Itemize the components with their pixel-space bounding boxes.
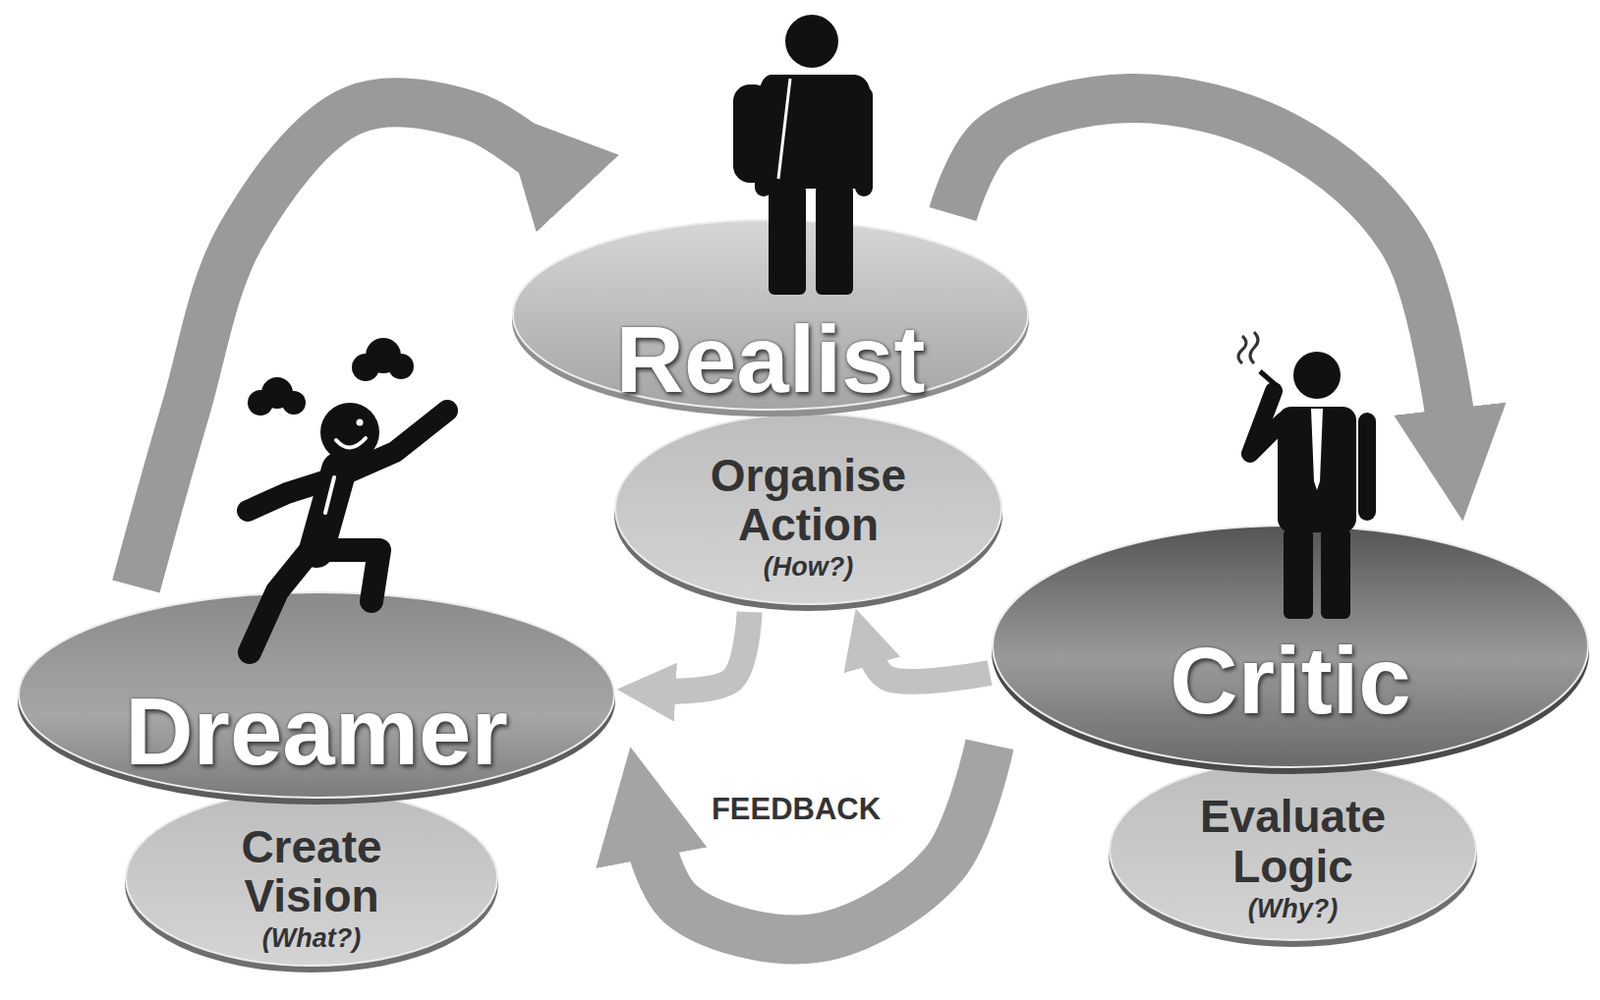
flow-arrow	[642, 744, 990, 941]
flow-arrow	[652, 612, 750, 692]
text-group: Evaluate Logic(Why?)	[1170, 792, 1417, 926]
cloud-puff	[388, 353, 414, 380]
role-title: Critic	[1169, 633, 1411, 729]
role-platform: Critic	[989, 519, 1592, 776]
cloud-puff	[282, 391, 306, 415]
figure-leg	[768, 184, 806, 295]
figure-leg	[1320, 528, 1351, 620]
thought-cloud	[247, 338, 414, 416]
figure-eye	[356, 419, 364, 427]
figure-torso	[758, 74, 871, 189]
ellipse-face	[513, 220, 1029, 410]
figure-leg	[1283, 528, 1314, 620]
role-question: (How?)	[763, 550, 854, 585]
label-box: FEEDBACK	[678, 792, 915, 828]
ellipse-face	[18, 592, 615, 799]
figure-tie	[325, 477, 335, 514]
ellipse-face	[125, 791, 498, 967]
figure-head	[785, 14, 839, 68]
figure-arm	[1250, 391, 1284, 455]
role-task-ellipse: Evaluate Logic(Why?)	[1106, 754, 1480, 949]
text-group: Realist	[616, 312, 926, 407]
feedback-label: FEEDBACK	[707, 792, 885, 828]
role-title: Dreamer	[124, 685, 509, 780]
figure-head	[320, 402, 380, 462]
role-question: (What?)	[262, 921, 361, 957]
text-group: Dreamer	[124, 685, 509, 780]
smoke	[1238, 332, 1258, 364]
role-platform: Dreamer	[15, 586, 618, 806]
figure-arm	[855, 86, 873, 197]
ellipse-face	[1109, 760, 1477, 941]
flow-arrow	[865, 642, 990, 683]
ellipse-face	[615, 413, 1002, 605]
flow-arrow	[135, 102, 551, 587]
figure-smile	[336, 438, 366, 449]
text-group: Organise Action(How?)	[685, 451, 932, 585]
figure-head	[1293, 351, 1341, 400]
role-task-ellipse: Organise Action(How?)	[612, 407, 1005, 613]
role-task-ellipse: Create Vision(What?)	[122, 785, 501, 974]
figure-leg	[815, 184, 854, 295]
flow-arrow	[953, 98, 1456, 455]
text-group: Create Vision(What?)	[188, 822, 435, 957]
role-title: Realist	[616, 312, 926, 407]
figure-arm	[754, 86, 773, 197]
role-platform: Realist	[510, 214, 1031, 418]
role-task: Organise Action	[685, 451, 932, 551]
cigarette	[1259, 371, 1276, 386]
figure-arm	[1358, 412, 1376, 521]
backpack-strap	[778, 78, 791, 179]
role-task: Create Vision	[188, 822, 435, 922]
role-task: Evaluate Logic	[1170, 792, 1417, 892]
ellipse-face	[992, 525, 1589, 768]
figure-arm	[247, 479, 331, 512]
role-question: (Why?)	[1248, 892, 1338, 927]
figure-tie	[1311, 408, 1323, 491]
text-group: Critic	[1169, 633, 1411, 729]
